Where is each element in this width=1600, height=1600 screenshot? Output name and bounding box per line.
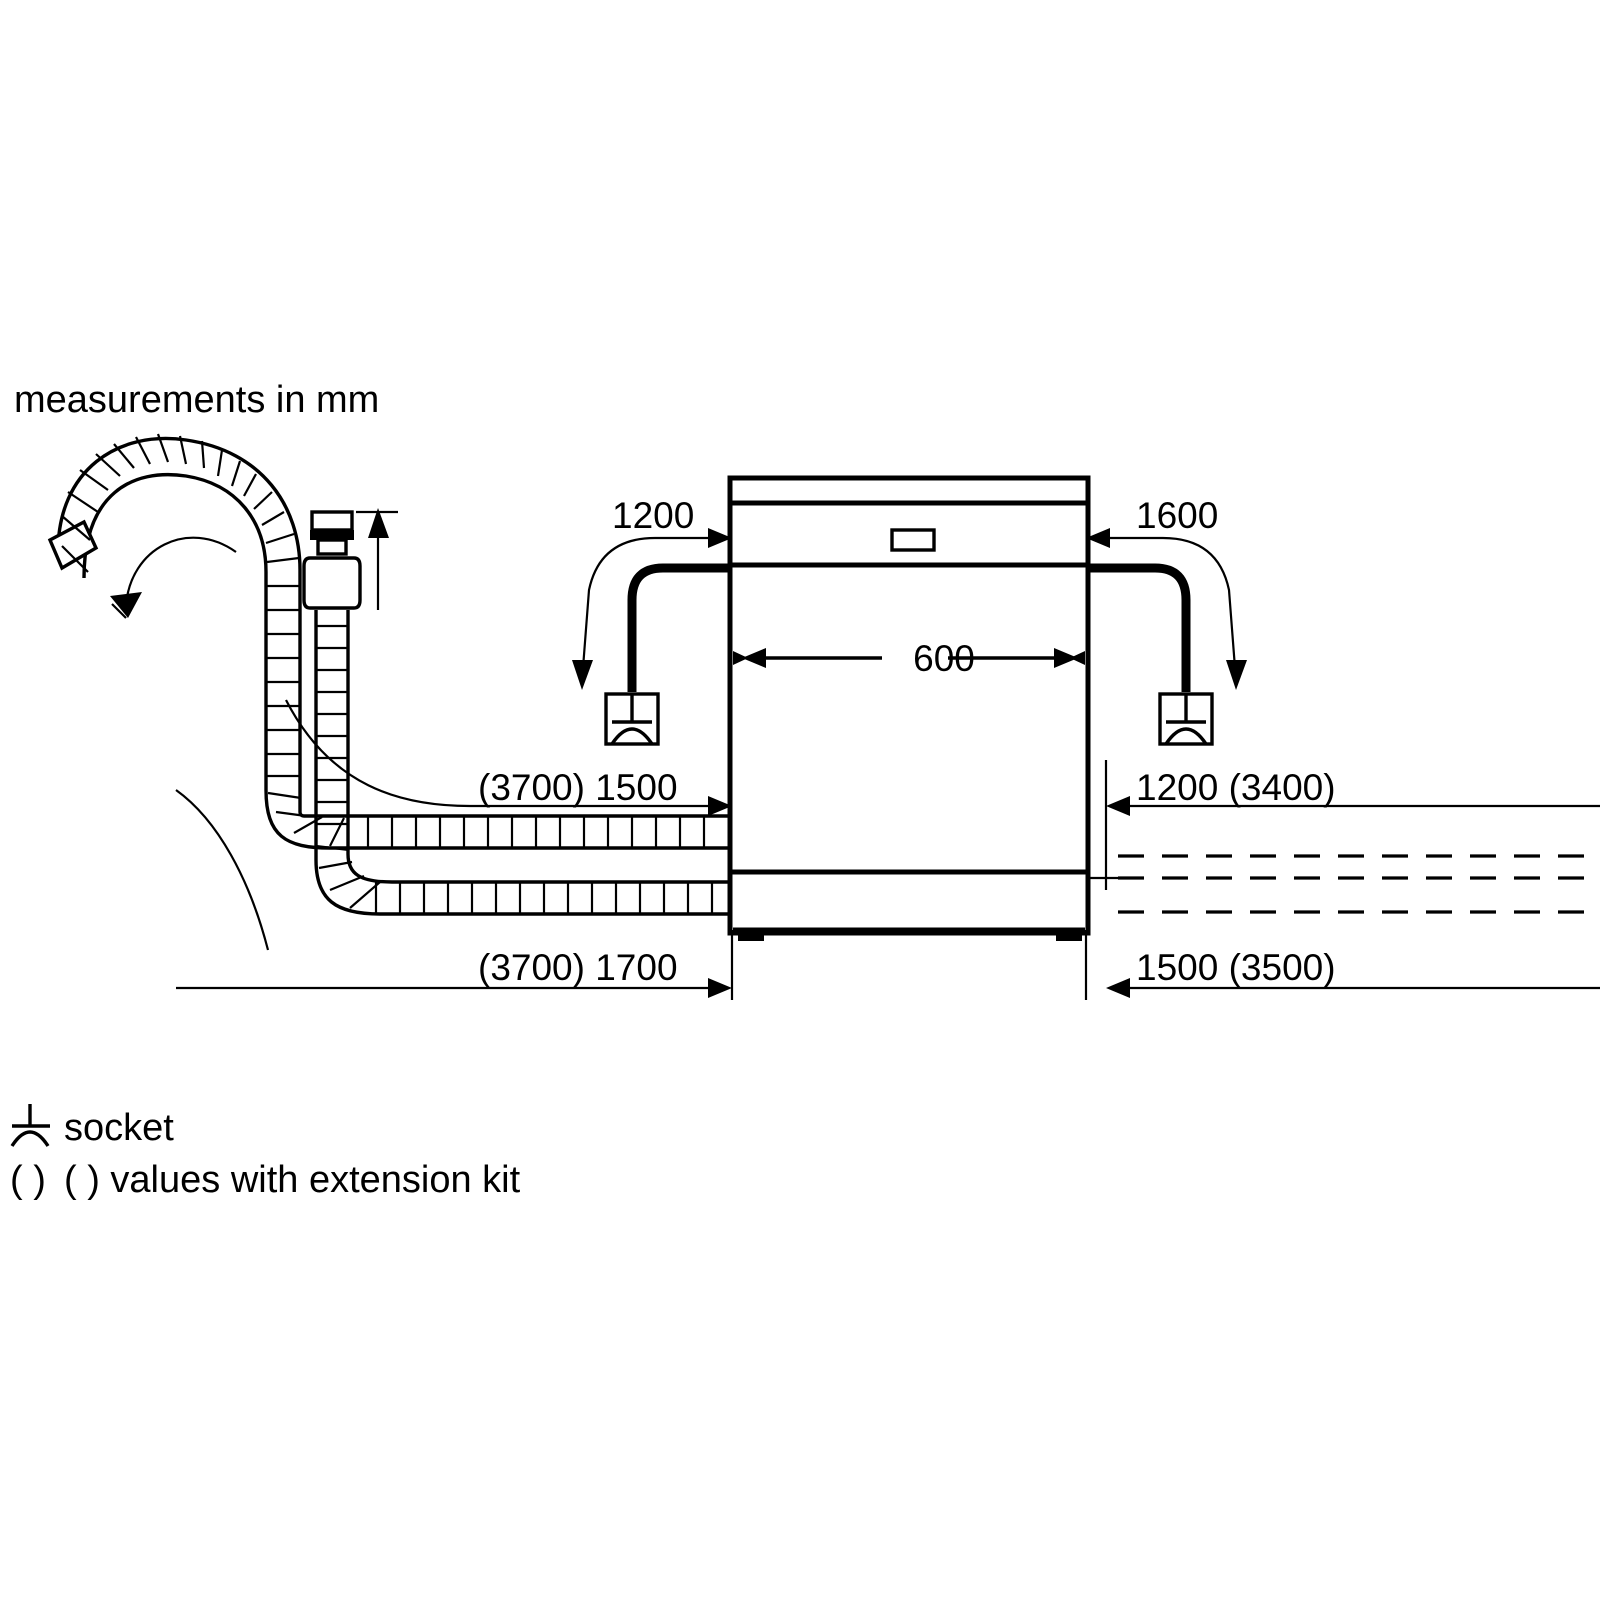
corrugated-inlet-hose [314, 610, 730, 916]
socket-left [604, 692, 660, 746]
legend-paren-symbol: ( ) [10, 1159, 46, 1201]
dimension-right-upper-cable: 1200 (3400) [1104, 760, 1600, 890]
dishwasher-front-view [727, 475, 1091, 941]
alternate-hose-route [1090, 854, 1600, 914]
appliance-foot-left [738, 929, 764, 941]
hose-tail-guide [175, 789, 270, 951]
dimension-right-socket-value: 1600 [1136, 495, 1218, 536]
appliance-foot-right [1056, 929, 1082, 941]
control-display [890, 528, 936, 552]
socket-icon [10, 1104, 50, 1147]
legend-socket-label: socket [64, 1107, 174, 1149]
dimension-right-lower-cable: 1500 (3500) [1084, 930, 1600, 1000]
power-cable-right [1088, 563, 1191, 692]
dimension-right-lower-value: 1500 (3500) [1136, 947, 1336, 988]
dimension-left-lower-value: (3700) 1700 [478, 947, 678, 988]
dimension-left-lower-hose: (3700) 1700 [176, 930, 734, 1000]
dimension-right-upper-value: 1200 (3400) [1136, 767, 1336, 808]
socket-right [1158, 692, 1214, 746]
width-dimension-600: 600 [733, 638, 1085, 679]
dimension-appliance-width: 600 [913, 638, 975, 679]
dimension-left-upper-hose: (3700) 1500 [285, 699, 732, 816]
legend-extension-label: ( ) values with extension kit [64, 1159, 521, 1201]
page-title: measurements in mm [14, 379, 379, 421]
power-cable-left [627, 563, 730, 692]
dimension-left-socket-value: 1200 [612, 495, 694, 536]
legend: socket ( ) ( ) values with extension kit [10, 1104, 521, 1201]
dimension-left-socket-height: 1200 [572, 495, 732, 690]
dimension-right-socket-height: 1600 [1086, 495, 1247, 690]
dimension-left-upper-value: (3700) 1500 [478, 767, 678, 808]
aquastop-valve [302, 508, 398, 610]
